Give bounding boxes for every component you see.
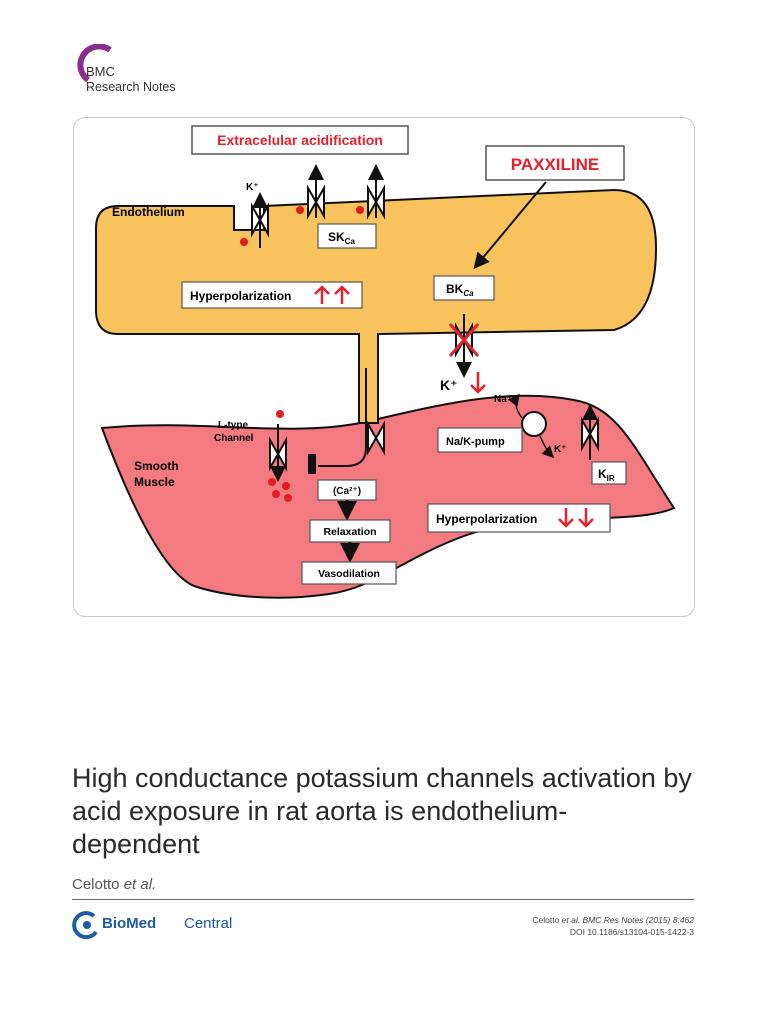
acidification-label: Extracelular acidification bbox=[217, 132, 383, 148]
hyperpolarization-smooth-label: Hyperpolarization bbox=[436, 512, 537, 526]
endothelial-k-channel-1 bbox=[240, 192, 269, 248]
citation-journal: BMC Res Notes bbox=[582, 915, 644, 925]
k-efflux-label: K⁺ bbox=[440, 377, 458, 393]
divider bbox=[72, 899, 694, 900]
bkca-label: BK bbox=[446, 282, 464, 296]
decrease-arrow-icon bbox=[470, 372, 486, 394]
skca-subscript: Ca bbox=[345, 237, 356, 246]
paxxiline-label: PAXXILINE bbox=[511, 155, 599, 174]
hyperpolarization-endo-label: Hyperpolarization bbox=[190, 289, 291, 303]
journal-name-line2: Research Notes bbox=[86, 80, 176, 94]
paxxiline-box bbox=[485, 145, 625, 181]
nak-pump-label: Na/K-pump bbox=[446, 436, 505, 448]
ca-label: (Ca²⁺) bbox=[333, 486, 361, 497]
kir-box bbox=[591, 461, 627, 485]
signal-line bbox=[318, 368, 367, 467]
relaxation-label: Relaxation bbox=[323, 526, 376, 538]
smooth-muscle-label-line1: Smooth bbox=[134, 459, 179, 473]
svg-text:BKCa: BKCa bbox=[446, 282, 474, 298]
blocked-cross-icon bbox=[448, 323, 480, 357]
ca-ions-cluster-icon bbox=[268, 478, 292, 502]
kir-subscript: IR bbox=[607, 474, 615, 483]
journal-name-line1: BMC bbox=[86, 64, 115, 79]
na-ion-label: Na⁺ bbox=[494, 394, 512, 405]
ltype-block-icon bbox=[308, 454, 316, 474]
skca-label: SK bbox=[328, 230, 345, 244]
publisher-name-part1: BioMed bbox=[102, 915, 157, 932]
citation-doi: DOI 10.1186/s13104-015-1422-3 bbox=[569, 927, 694, 937]
ltype-channel bbox=[269, 424, 287, 482]
author-line: Celotto et al. bbox=[72, 876, 156, 893]
vasodilation-label: Vasodilation bbox=[318, 568, 380, 580]
smooth-muscle-label-line2: Muscle bbox=[134, 475, 175, 489]
vasodilation-box bbox=[301, 561, 397, 585]
paxxiline-arrow bbox=[473, 181, 547, 270]
ltype-label-line1: L-type bbox=[218, 420, 248, 431]
citation-line1: Celotto et al. BMC Res Notes (2015) 8:46… bbox=[532, 914, 694, 926]
svg-text:KIR: KIR bbox=[598, 467, 615, 483]
svg-text:SKCa: SKCa bbox=[328, 230, 355, 246]
et-al: et al. bbox=[123, 876, 157, 893]
gap-junction-channel bbox=[367, 420, 385, 456]
nak-pump-icon bbox=[521, 411, 547, 437]
skca-box bbox=[317, 223, 377, 249]
publisher-name-part2: Central bbox=[184, 915, 233, 932]
article-title: High conductance potassium channels acti… bbox=[72, 763, 692, 859]
nak-pump-box bbox=[437, 427, 523, 453]
k-ion-label-top: K⁺ bbox=[246, 182, 259, 193]
citation-authors: Celotto bbox=[532, 915, 560, 925]
biomed-swirl-icon bbox=[72, 911, 98, 940]
endothelium-shape bbox=[95, 188, 658, 424]
bkca-box bbox=[433, 275, 495, 301]
k-pump-label: K⁺ bbox=[554, 444, 567, 455]
citation-year-vol: (2015) 8:462 bbox=[645, 915, 694, 925]
bkca-subscript: Ca bbox=[463, 289, 474, 298]
endothelium-label: Endothelium bbox=[112, 205, 185, 219]
journal-logo: BMC Research Notes bbox=[74, 44, 204, 96]
publisher-logo: BioMed Central bbox=[72, 908, 232, 940]
hyperpolarization-endo-box bbox=[181, 281, 363, 309]
kir-label: K bbox=[598, 467, 607, 481]
ca-ion-dot bbox=[276, 410, 284, 418]
ltype-label-line2: Channel bbox=[214, 433, 254, 444]
decrease-arrows-icon bbox=[558, 508, 594, 528]
endothelial-k-channel-2 bbox=[296, 164, 325, 220]
author-name: Celotto bbox=[72, 876, 120, 893]
endothelial-k-channel-3 bbox=[356, 164, 385, 220]
increase-arrows-icon bbox=[314, 285, 350, 304]
citation: Celotto et al. BMC Res Notes (2015) 8:46… bbox=[532, 914, 694, 938]
kir-channel bbox=[581, 404, 599, 460]
figure-panel: K⁺ Extracelular acidification PAXXILINE … bbox=[73, 117, 695, 617]
journal-arc-icon bbox=[77, 44, 112, 83]
mechanism-diagram: K⁺ Extracelular acidification PAXXILINE … bbox=[95, 125, 676, 599]
acidification-box bbox=[191, 125, 409, 155]
citation-et-al: et al. bbox=[561, 915, 581, 925]
hyperpolarization-smooth-box bbox=[427, 503, 611, 533]
